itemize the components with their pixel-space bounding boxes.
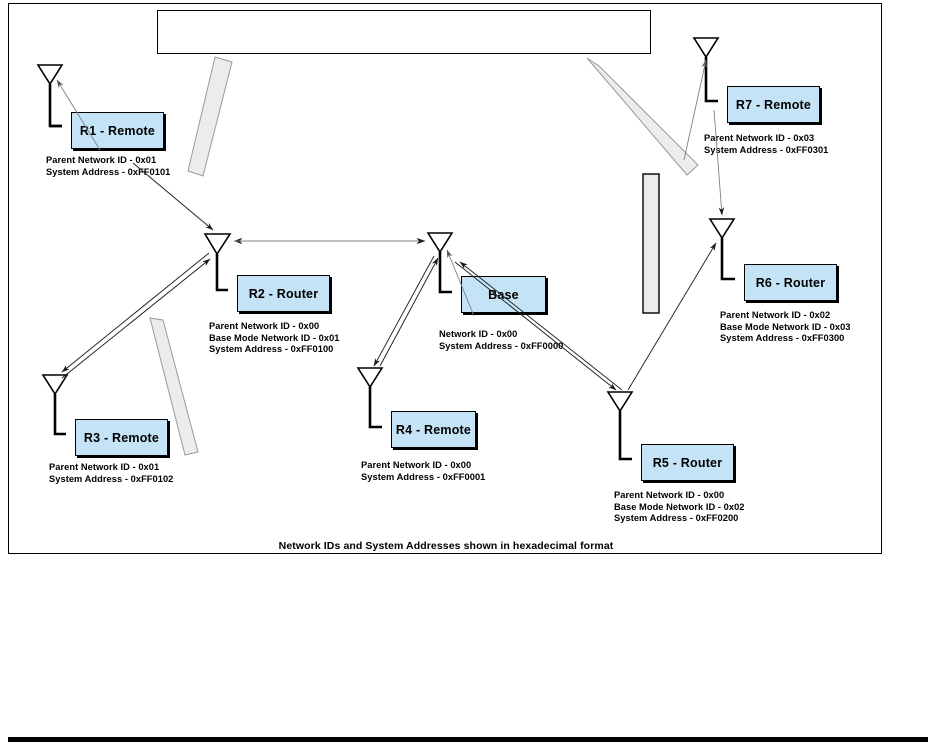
node-info-r5-line-2: Base Mode Network ID - 0x02 (614, 501, 745, 512)
node-label-r1: R1 - Remote (79, 123, 156, 138)
node-label-r5: R5 - Router (652, 455, 723, 470)
node-info-r7: Parent Network ID - 0x03 System Address … (704, 133, 828, 156)
node-box-r3[interactable]: R3 - Remote (75, 419, 168, 456)
node-info-r3: Parent Network ID - 0x01 System Address … (49, 462, 173, 485)
node-info-r5: Parent Network ID - 0x00 Base Mode Netwo… (614, 490, 745, 525)
node-info-r4-line-2: System Address - 0xFF0001 (361, 471, 486, 482)
node-info-r5-line-3: System Address - 0xFF0200 (614, 513, 739, 523)
node-box-r2[interactable]: R2 - Router (237, 275, 330, 312)
node-info-base: Network ID - 0x00 System Address - 0xFF0… (439, 329, 563, 352)
node-box-r6[interactable]: R6 - Router (744, 264, 837, 301)
node-info-r4: Parent Network ID - 0x00 System Address … (361, 460, 485, 483)
node-info-base-line-2: System Address - 0xFF0000 (439, 340, 564, 351)
node-info-r1-line-2: System Address - 0xFF0101 (46, 166, 171, 177)
node-info-r1-line-1: Parent Network ID - 0x01 (46, 155, 157, 165)
node-info-r2-line-3: System Address - 0xFF0100 (209, 344, 334, 354)
node-info-r6-line-2: Base Mode Network ID - 0x03 (720, 321, 851, 332)
node-label-r6: R6 - Router (755, 275, 826, 290)
node-info-r3-line-1: Parent Network ID - 0x01 (49, 462, 160, 472)
node-label-base: Base (488, 287, 519, 302)
node-label-r4: R4 - Remote (395, 422, 472, 437)
node-info-r6-line-1: Parent Network ID - 0x02 (720, 310, 831, 320)
node-box-r7[interactable]: R7 - Remote (727, 86, 820, 123)
node-info-r7-line-2: System Address - 0xFF0301 (704, 144, 829, 155)
node-info-r1: Parent Network ID - 0x01 System Address … (46, 155, 170, 178)
node-box-r5[interactable]: R5 - Router (641, 444, 734, 481)
node-info-r6: Parent Network ID - 0x02 Base Mode Netwo… (720, 310, 851, 345)
node-box-r1[interactable]: R1 - Remote (71, 112, 164, 149)
node-info-r4-line-1: Parent Network ID - 0x00 (361, 460, 472, 470)
node-label-r3: R3 - Remote (83, 430, 160, 445)
top-empty-panel (157, 10, 651, 54)
diagram-canvas: R1 - Remote Parent Network ID - 0x01 Sys… (8, 3, 882, 554)
node-info-base-line-1: Network ID - 0x00 (439, 329, 518, 339)
node-info-r2-line-1: Parent Network ID - 0x00 (209, 321, 320, 331)
node-info-r2: Parent Network ID - 0x00 Base Mode Netwo… (209, 321, 340, 356)
node-info-r5-line-1: Parent Network ID - 0x00 (614, 490, 725, 500)
node-box-r4[interactable]: R4 - Remote (391, 411, 476, 448)
bottom-rule (8, 737, 928, 742)
diagram-caption: Network IDs and System Addresses shown i… (278, 540, 614, 552)
node-label-r2: R2 - Router (248, 286, 319, 301)
node-box-base[interactable]: Base (461, 276, 546, 313)
node-info-r6-line-3: System Address - 0xFF0300 (720, 333, 845, 343)
node-info-r3-line-2: System Address - 0xFF0102 (49, 473, 174, 484)
node-info-r7-line-1: Parent Network ID - 0x03 (704, 133, 815, 143)
node-label-r7: R7 - Remote (735, 97, 812, 112)
node-info-r2-line-2: Base Mode Network ID - 0x01 (209, 332, 340, 343)
